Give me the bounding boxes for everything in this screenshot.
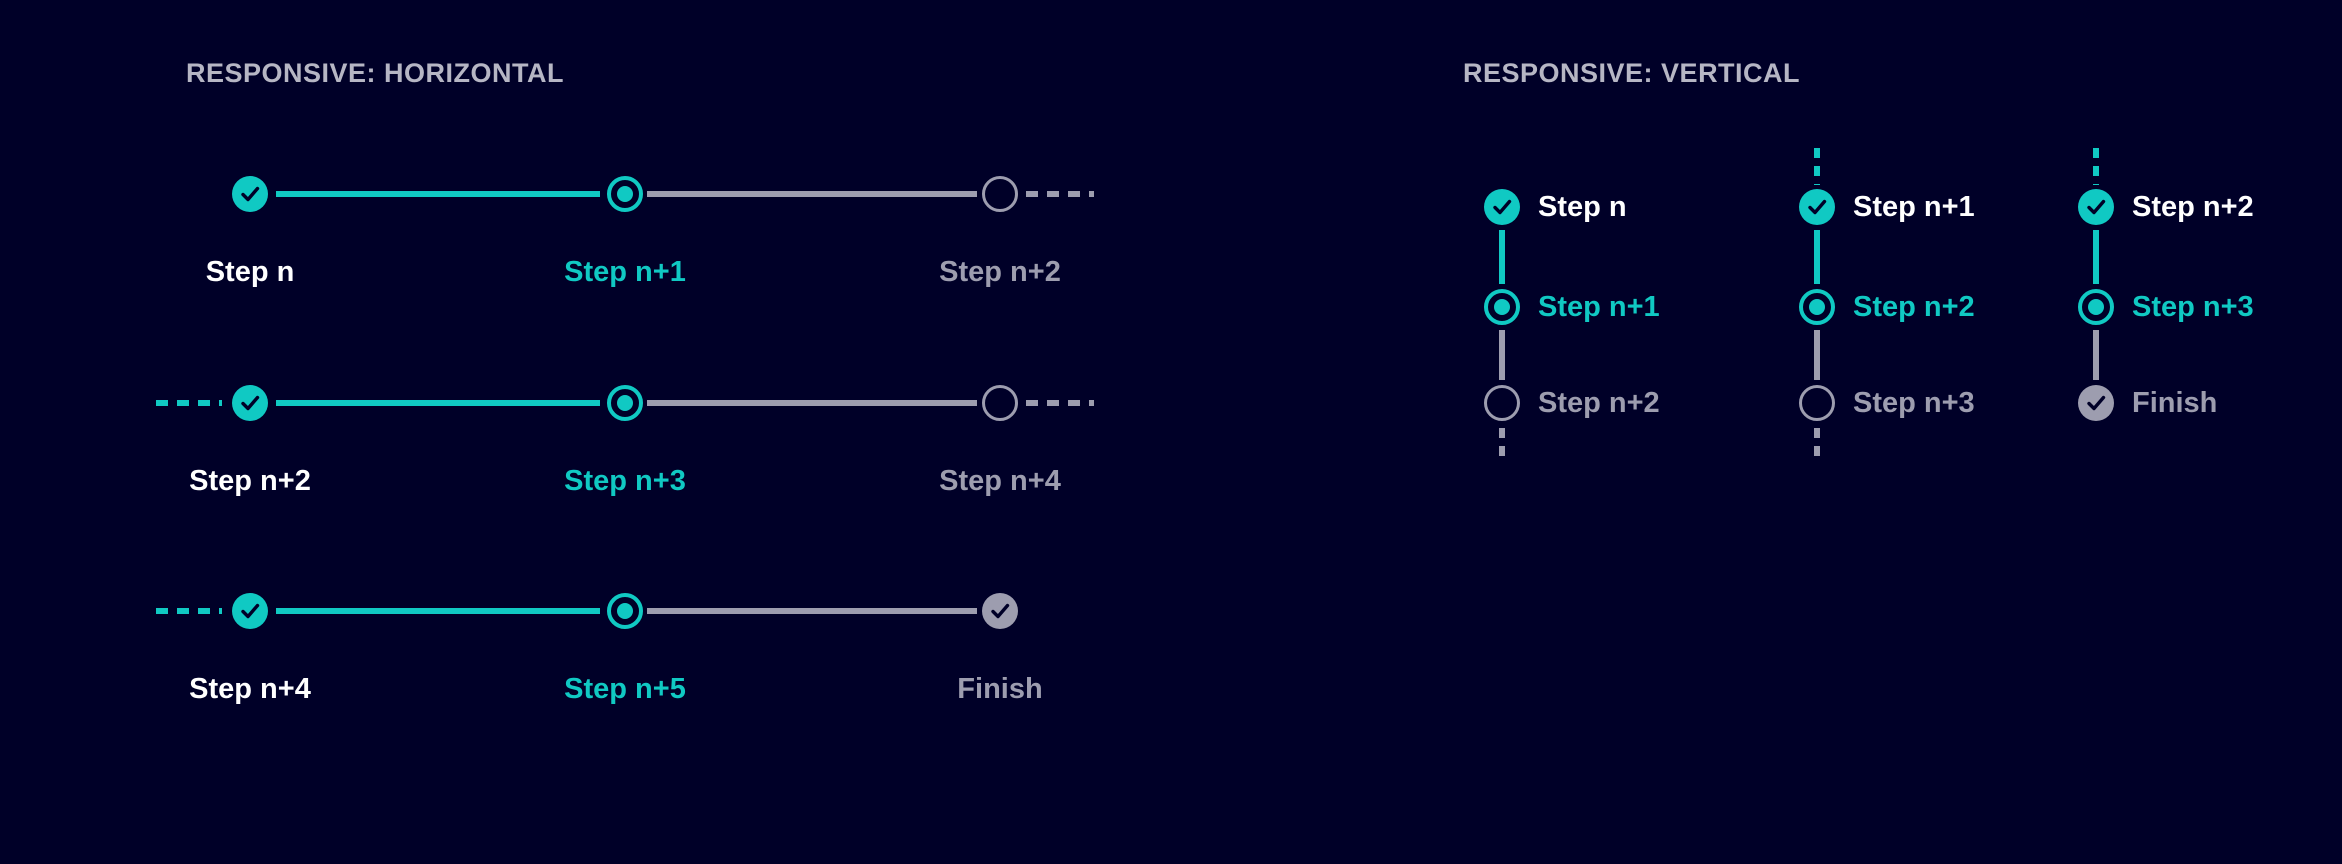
step-label[interactable]: Step n+1	[1853, 191, 1975, 223]
overflow-dashes-left	[156, 608, 222, 614]
step-open-indicator[interactable]	[982, 385, 1018, 421]
step-open-indicator[interactable]	[982, 176, 1018, 212]
step-done-indicator[interactable]	[232, 176, 268, 212]
step-label[interactable]: Step n+3	[564, 465, 686, 497]
connector-line-done	[1499, 230, 1505, 284]
step-label[interactable]: Step n	[1538, 191, 1627, 223]
step-label[interactable]: Step n+2	[1538, 387, 1660, 419]
connector-line-open	[647, 608, 977, 614]
step-label[interactable]: Step n+1	[1538, 291, 1660, 323]
step-current-indicator[interactable]	[2078, 289, 2114, 325]
connector-line-done	[2093, 230, 2099, 284]
step-label[interactable]: Step n+2	[939, 256, 1061, 288]
step-finish-indicator[interactable]	[982, 593, 1018, 629]
check-icon	[2087, 395, 2106, 411]
step-label[interactable]: Step n+2	[2132, 191, 2254, 223]
step-current-indicator[interactable]	[1484, 289, 1520, 325]
connector-line-open	[647, 191, 977, 197]
step-current-indicator[interactable]	[1799, 289, 1835, 325]
step-current-indicator[interactable]	[607, 385, 643, 421]
connector-line-open	[1814, 330, 1820, 380]
overflow-dashes-bottom	[1499, 428, 1505, 460]
current-step-dot-icon	[617, 395, 633, 411]
horizontal-stepper-row: Step n+4 Step n+5 Finish	[0, 593, 1200, 718]
step-label[interactable]: Step n	[205, 256, 295, 288]
step-current-indicator[interactable]	[607, 176, 643, 212]
horizontal-stepper-row: Step n+2 Step n+3 Step n+4	[0, 385, 1200, 510]
step-open-indicator[interactable]	[1484, 385, 1520, 421]
current-step-dot-icon	[617, 186, 633, 202]
connector-line-done	[276, 608, 600, 614]
step-done-indicator[interactable]	[1484, 189, 1520, 225]
connector-line-open	[2093, 330, 2099, 380]
connector-line-done	[276, 191, 600, 197]
horizontal-stepper-row: Step n Step n+1 Step n+2	[0, 176, 1200, 301]
step-label[interactable]: Step n+4	[189, 673, 311, 705]
connector-line-done	[276, 400, 600, 406]
step-done-indicator[interactable]	[232, 385, 268, 421]
step-label[interactable]: Step n+5	[564, 673, 686, 705]
check-icon	[241, 395, 260, 411]
current-step-dot-icon	[617, 603, 633, 619]
vertical-section-title: RESPONSIVE: VERTICAL	[1463, 58, 1801, 88]
overflow-dashes-left	[156, 400, 222, 406]
step-current-indicator[interactable]	[607, 593, 643, 629]
current-step-dot-icon	[1809, 299, 1825, 315]
overflow-dashes-top	[1814, 148, 1820, 185]
horizontal-section-title: RESPONSIVE: HORIZONTAL	[186, 58, 565, 88]
step-done-indicator[interactable]	[2078, 189, 2114, 225]
step-label[interactable]: Step n+4	[939, 465, 1061, 497]
step-label[interactable]: Step n+2	[189, 465, 311, 497]
vertical-stepper-column: Step n Step n+1 Step n+2	[1484, 140, 1774, 475]
check-icon	[1493, 199, 1512, 215]
step-finish-indicator[interactable]	[2078, 385, 2114, 421]
overflow-dashes-top	[2093, 148, 2099, 185]
vertical-stepper-column: Step n+2 Step n+3 Finish	[2078, 140, 2342, 475]
connector-line-done	[1814, 230, 1820, 284]
check-icon	[991, 603, 1010, 619]
current-step-dot-icon	[1494, 299, 1510, 315]
step-done-indicator[interactable]	[1799, 189, 1835, 225]
connector-line-open	[1499, 330, 1505, 380]
step-label[interactable]: Step n+1	[564, 256, 686, 288]
step-label[interactable]: Finish	[2132, 387, 2218, 419]
step-done-indicator[interactable]	[232, 593, 268, 629]
current-step-dot-icon	[2088, 299, 2104, 315]
overflow-dashes-right	[1026, 400, 1094, 406]
connector-line-open	[647, 400, 977, 406]
step-open-indicator[interactable]	[1799, 385, 1835, 421]
step-label[interactable]: Step n+3	[1853, 387, 1975, 419]
check-icon	[2087, 199, 2106, 215]
overflow-dashes-right	[1026, 191, 1094, 197]
check-icon	[1808, 199, 1827, 215]
vertical-stepper-column: Step n+1 Step n+2 Step n+3	[1799, 140, 2089, 475]
check-icon	[241, 603, 260, 619]
step-label[interactable]: Step n+2	[1853, 291, 1975, 323]
check-icon	[241, 186, 260, 202]
step-label[interactable]: Finish	[957, 673, 1043, 705]
overflow-dashes-bottom	[1814, 428, 1820, 460]
step-label[interactable]: Step n+3	[2132, 291, 2254, 323]
